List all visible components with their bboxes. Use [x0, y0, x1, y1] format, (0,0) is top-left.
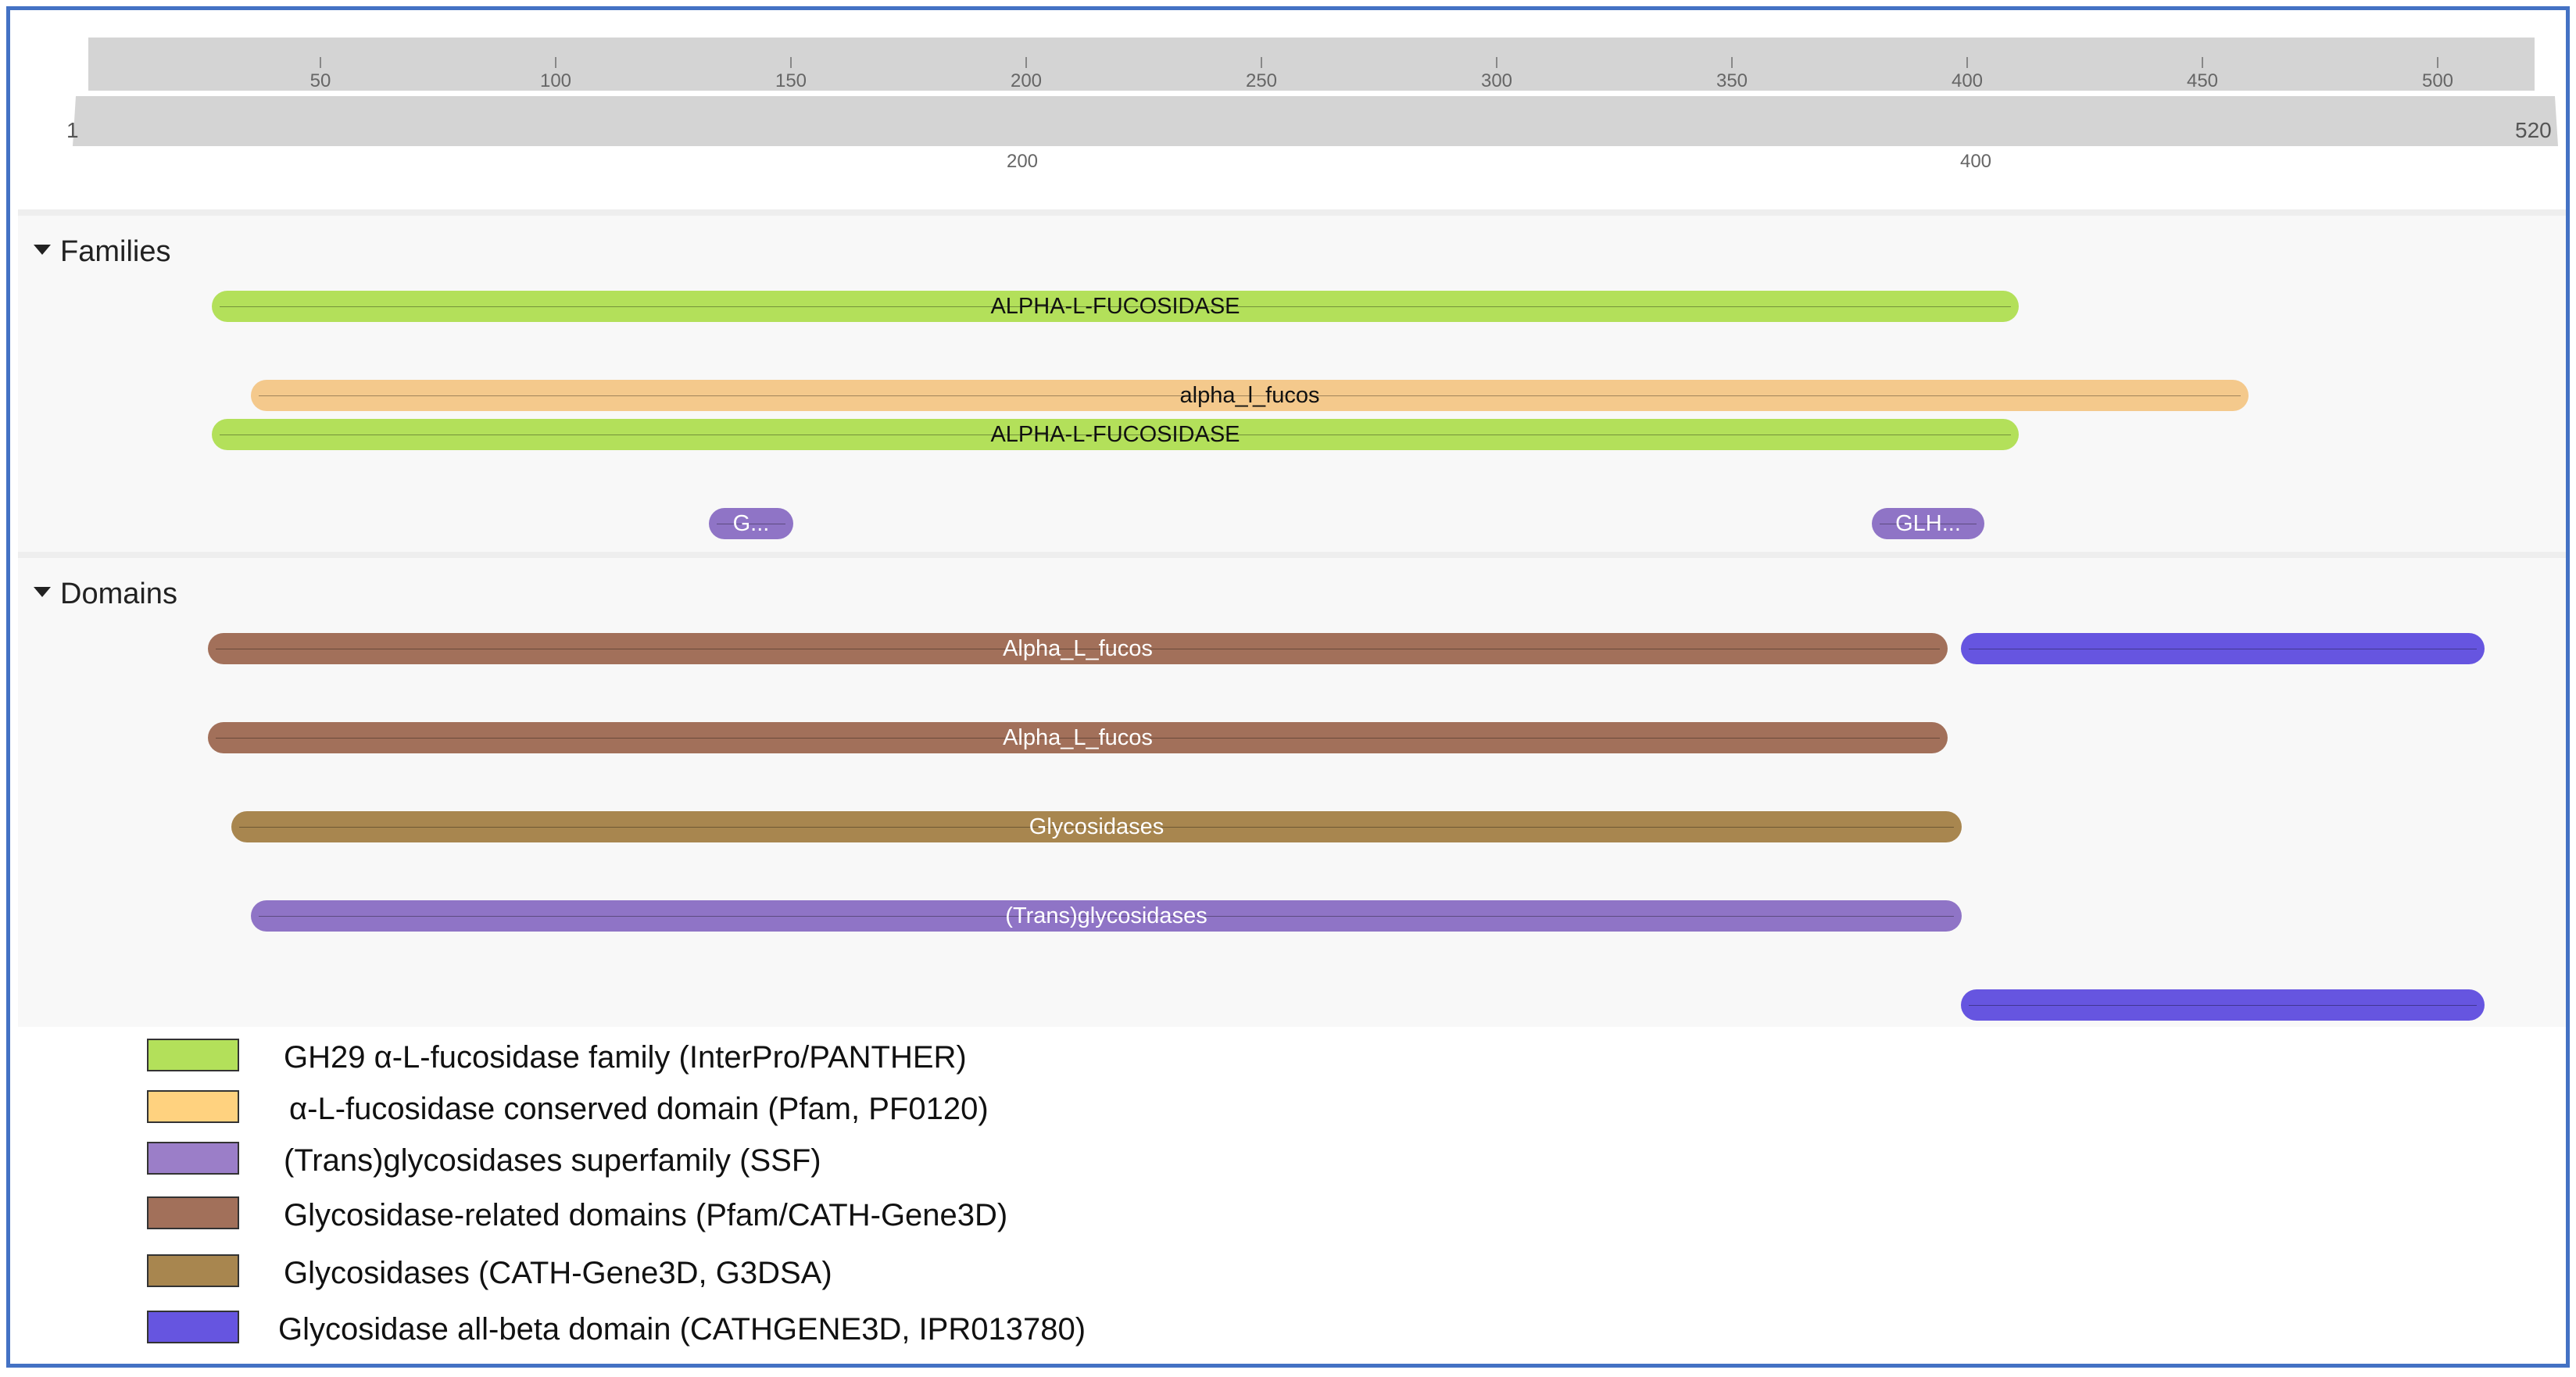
ruler-tick-label: 450 [2186, 70, 2219, 91]
ruler-tick [555, 57, 556, 68]
legend-label: GH29 α-L-fucosidase family (InterPro/PAN… [284, 1040, 967, 1075]
families-title: Families [60, 235, 171, 268]
ruler-zoom-label: 200 [1006, 151, 1039, 172]
caret-down-icon [34, 245, 51, 256]
ruler-tick [1025, 57, 1027, 68]
ruler-tick-label: 250 [1245, 70, 1278, 91]
domains-section: Domains Alpha_L_fucos Alpha_L_fucos Glyc… [18, 558, 2566, 1027]
legend-swatch [147, 1142, 239, 1175]
legend-label: Glycosidases (CATH-Gene3D, G3DSA) [284, 1256, 832, 1290]
domain-bar-all-beta-1[interactable] [1961, 633, 2485, 664]
family-bar-pfam[interactable]: alpha_l_fucos [251, 380, 2249, 411]
ruler-zoom-window[interactable] [73, 96, 2558, 146]
ruler-tick-label: 300 [1480, 70, 1513, 91]
sequence-ruler[interactable]: 50 100 150 200 250 300 350 400 450 500 1… [18, 18, 2558, 209]
legend-label: Glycosidase-related domains (Pfam/CATH-G… [284, 1198, 1008, 1232]
domains-toggle[interactable]: Domains [34, 578, 177, 611]
family-bar-interpro[interactable]: ALPHA-L-FUCOSIDASE [212, 419, 2019, 450]
ruler-start-label: 1 [66, 118, 79, 142]
ruler-tick-label: 500 [2421, 70, 2454, 91]
legend-label: Glycosidase all-beta domain (CATHGENE3D,… [278, 1312, 1086, 1347]
ruler-tick [2437, 57, 2438, 68]
domains-title: Domains [60, 578, 177, 610]
bar-label: G... [732, 511, 770, 536]
family-bar-short-1[interactable]: G... [709, 508, 793, 539]
ruler-tick-label: 50 [309, 70, 331, 91]
ruler-tick [1731, 57, 1733, 68]
legend-label: α-L-fucosidase conserved domain (Pfam, P… [289, 1092, 989, 1126]
ruler-tick-label: 400 [1951, 70, 1984, 91]
bar-label: GLH... [1895, 511, 1961, 536]
bar-label: Alpha_L_fucos [1003, 725, 1153, 750]
family-bar-panther[interactable]: ALPHA-L-FUCOSIDASE [212, 291, 2019, 322]
bar-label: alpha_l_fucos [1179, 383, 1320, 408]
legend-swatch [147, 1196, 239, 1229]
bar-label: ALPHA-L-FUCOSIDASE [990, 422, 1240, 447]
caret-down-icon [34, 587, 51, 598]
ruler-tick-label: 100 [539, 70, 572, 91]
ruler-tick-label: 200 [1010, 70, 1043, 91]
legend-swatch [147, 1039, 239, 1071]
ruler-tick-label: 350 [1716, 70, 1748, 91]
bar-label: Glycosidases [1029, 814, 1165, 839]
legend-swatch [147, 1254, 239, 1287]
bar-label: ALPHA-L-FUCOSIDASE [990, 294, 1240, 319]
domain-bar-glycosidases[interactable]: Glycosidases [231, 811, 1962, 842]
ruler-tick [320, 57, 321, 68]
ruler-tick [1496, 57, 1497, 68]
legend-label: (Trans)glycosidases superfamily (SSF) [284, 1143, 821, 1178]
ruler-tick [790, 57, 792, 68]
domain-bar-alpha-fucos-2[interactable]: Alpha_L_fucos [208, 722, 1948, 753]
domain-bar-alpha-fucos-1[interactable]: Alpha_L_fucos [208, 633, 1948, 664]
families-toggle[interactable]: Families [34, 235, 170, 269]
ruler-zoom-label: 400 [1959, 151, 1992, 172]
families-section: Families ALPHA-L-FUCOSIDASE alpha_l_fuco… [18, 216, 2566, 552]
family-bar-short-2[interactable]: GLH... [1872, 508, 1984, 539]
ruler-tick [1261, 57, 1262, 68]
bar-label: (Trans)glycosidases [1005, 903, 1208, 928]
ruler-scale-bar: 50 100 150 200 250 300 350 400 450 500 [88, 38, 2535, 91]
ruler-tick [1966, 57, 1968, 68]
bar-label: Alpha_L_fucos [1003, 636, 1153, 661]
section-divider [18, 552, 2566, 558]
ruler-tick-label: 150 [775, 70, 807, 91]
legend-swatch [147, 1311, 239, 1343]
section-divider [18, 209, 2566, 216]
domain-bar-transglycosidases[interactable]: (Trans)glycosidases [251, 900, 1962, 932]
ruler-end-label: 520 [2515, 118, 2552, 142]
domain-bar-all-beta-2[interactable] [1961, 989, 2485, 1021]
ruler-tick [2202, 57, 2203, 68]
legend-swatch [147, 1090, 239, 1123]
protein-feature-viewer: 50 100 150 200 250 300 350 400 450 500 1… [6, 6, 2570, 1368]
